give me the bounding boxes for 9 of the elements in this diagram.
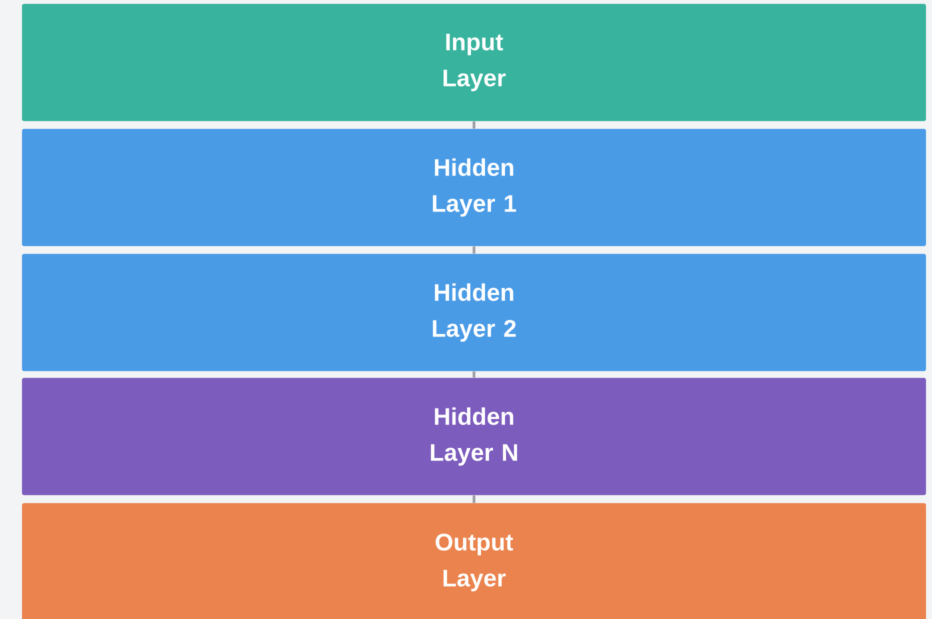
connector-line [472, 121, 476, 129]
connector-line [472, 371, 476, 378]
layer-box: Hidden Layer N [22, 378, 926, 496]
layer-box: Hidden Layer 2 [22, 254, 926, 372]
layer-box: Output Layer [22, 503, 926, 619]
layer-box: Input Layer [22, 4, 926, 122]
connector-line [472, 246, 476, 254]
layer-box: Hidden Layer 1 [22, 128, 926, 246]
connector-line [472, 495, 476, 503]
